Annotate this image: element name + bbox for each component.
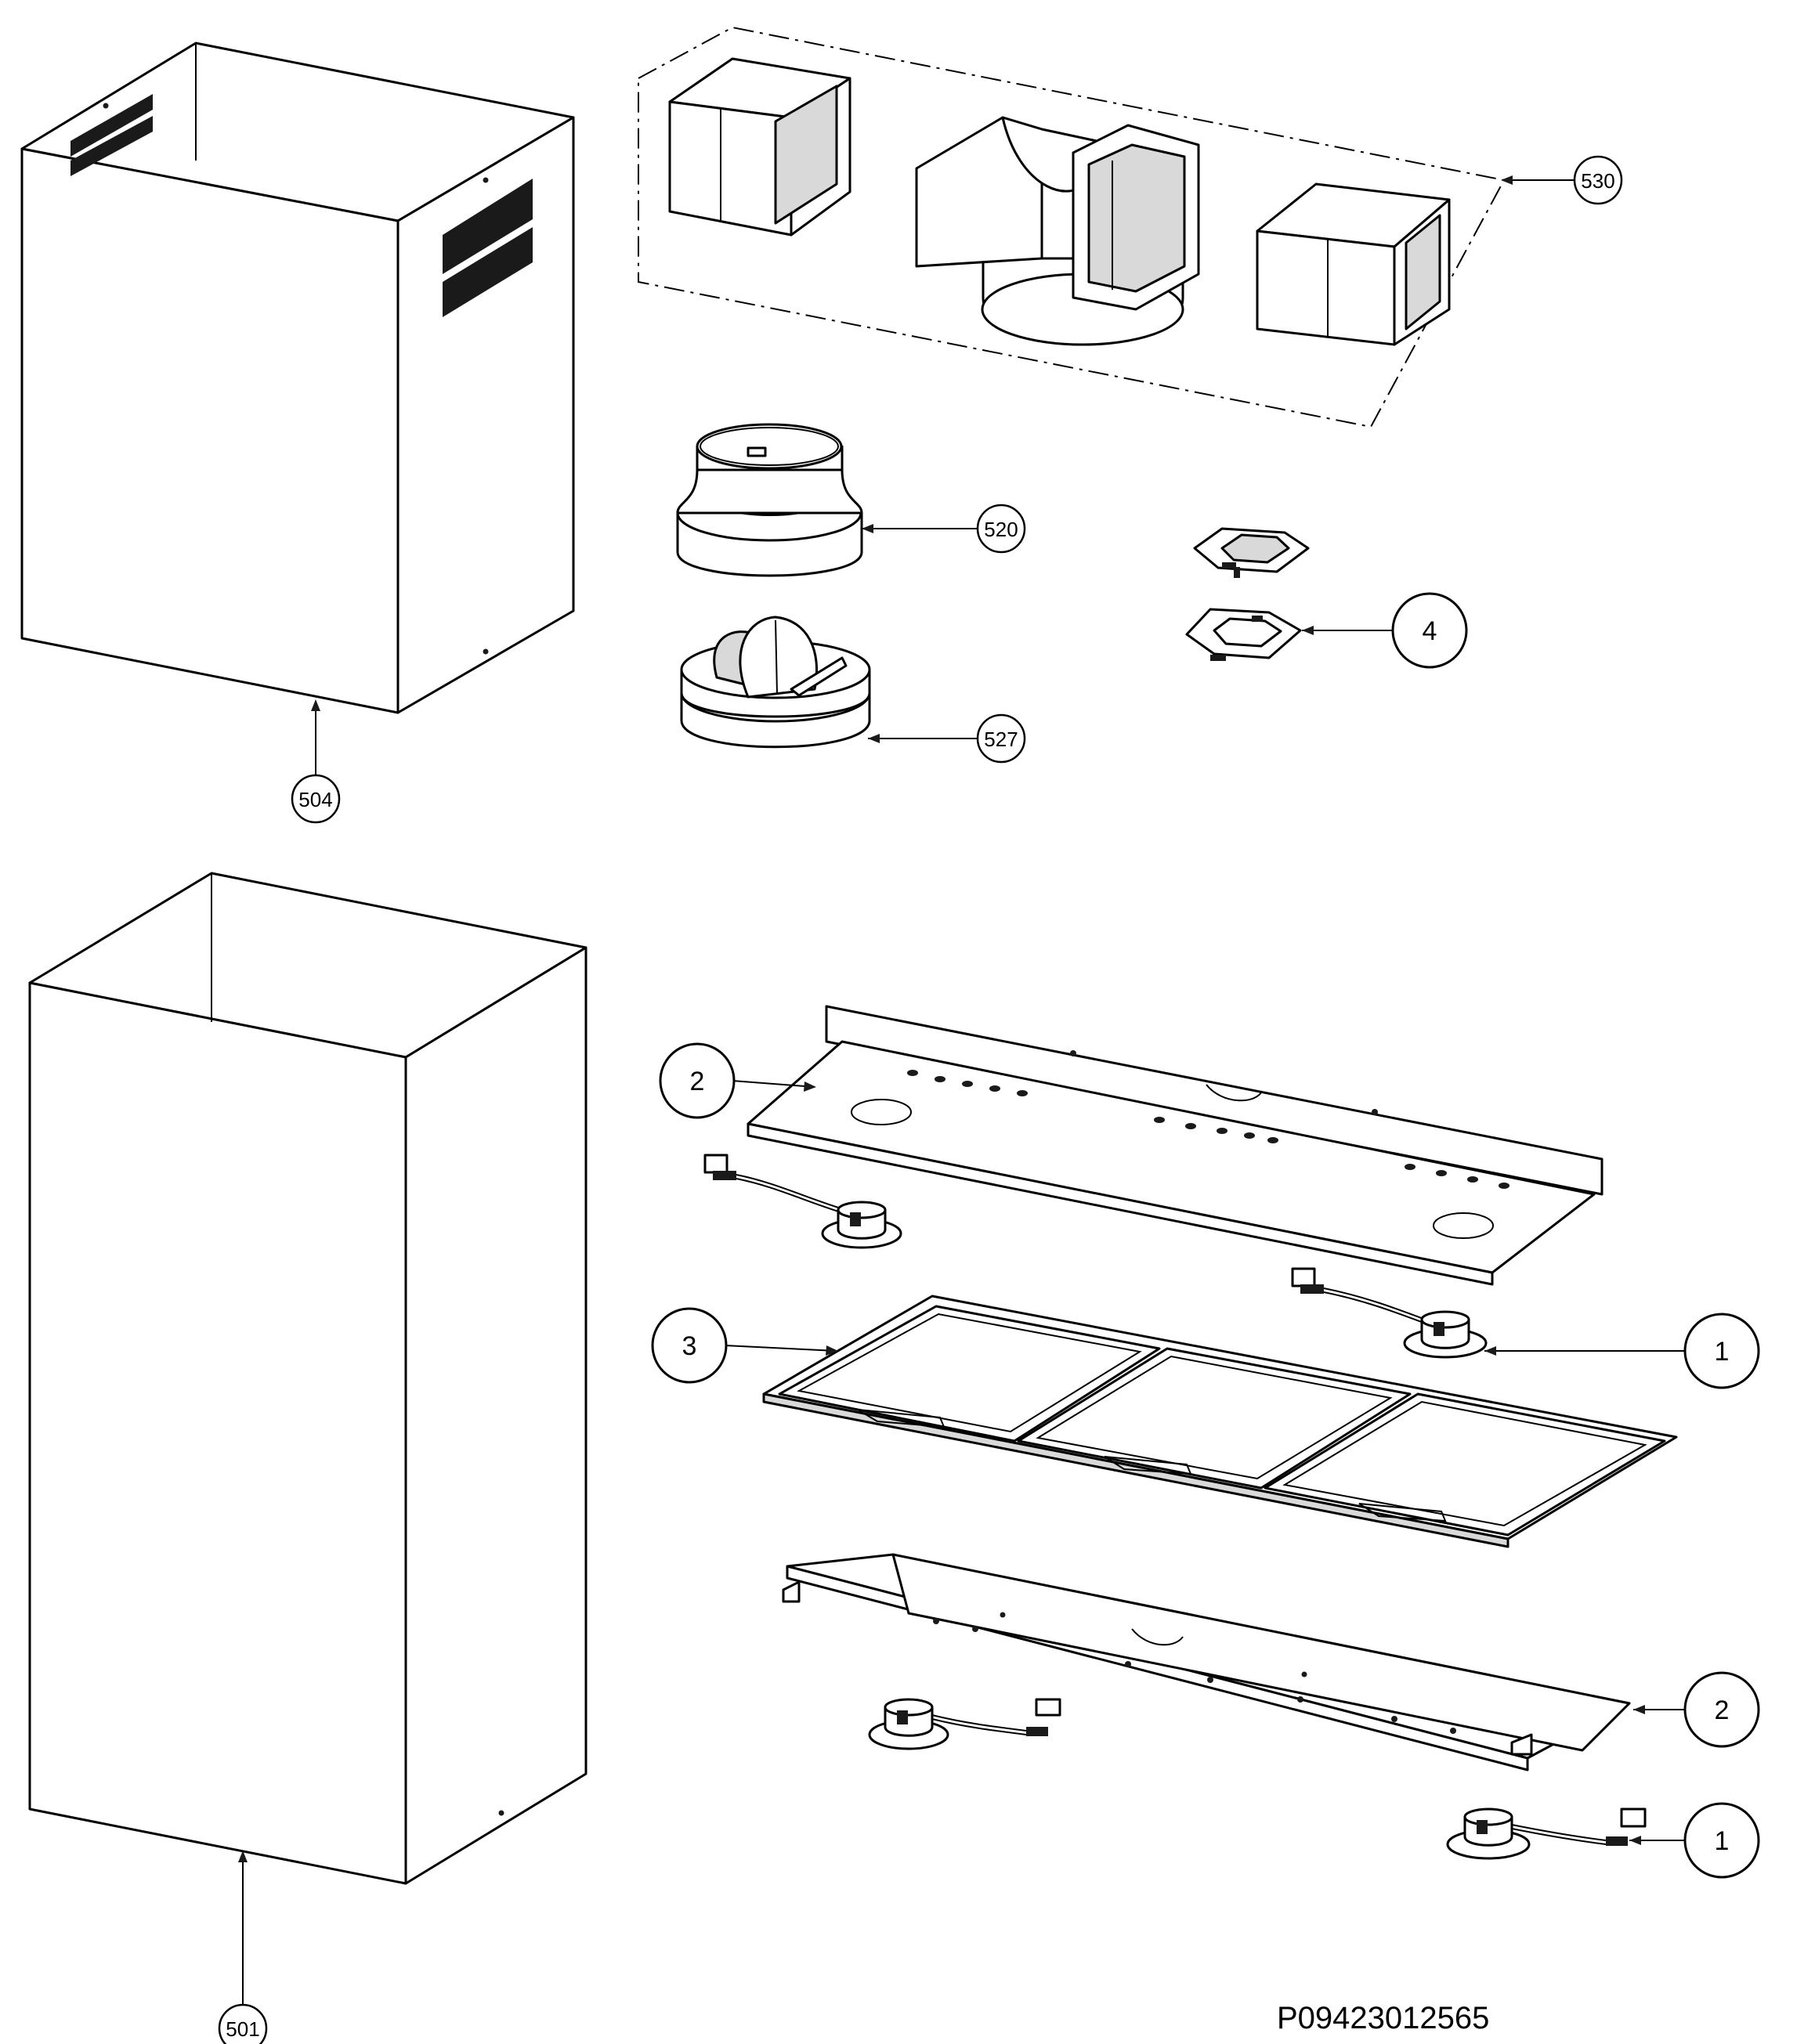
vent-slots-left [71,94,153,176]
callout-2-bottom: 2 [1633,1671,1760,1748]
callout-1-bottom: 1 [1629,1802,1760,1879]
callout-527-label: 527 [984,728,1018,751]
callout-4-label: 4 [1423,616,1437,646]
grease-filter-set [762,1295,1678,1548]
lamp-assembly-lower-right [1446,1807,1647,1860]
callout-504: 504 [291,699,341,824]
callout-2-top-label: 2 [690,1067,705,1096]
chimney-cover-upper [20,42,575,714]
bracket-holes-lower [933,1612,1456,1734]
lamp-assembly-lower-left [868,1698,1061,1750]
callout-1-top-label: 1 [1715,1337,1730,1367]
callout-2-bottom-label: 2 [1715,1696,1730,1725]
document-code: P09423012565 [1277,2001,1490,2035]
callout-3: 3 [651,1307,838,1384]
lamp-bracket-upper [747,1005,1603,1286]
bracket-holes-upper [907,1050,1509,1189]
backflow-damper [680,616,871,749]
callout-2-top: 2 [659,1042,816,1119]
callout-4: 4 [1302,592,1468,669]
duct-connector-left [668,57,851,237]
grease-filter-panel-1 [778,1305,1161,1443]
callout-501-label: 501 [226,2017,259,2041]
lamp-bracket-lower [782,1553,1631,1771]
grease-filter-panel-3 [1264,1392,1666,1537]
callout-501: 501 [218,1851,268,2044]
lamp-assembly-upper-right [1291,1267,1488,1359]
duct-connector-right [1256,182,1451,346]
callout-520-label: 520 [984,518,1018,541]
callout-1-bottom-label: 1 [1715,1826,1730,1856]
callout-1-top: 1 [1484,1313,1760,1389]
callout-527: 527 [868,713,1026,764]
round-adapter [676,423,863,577]
callout-520: 520 [862,504,1026,554]
callout-3-label: 3 [682,1331,697,1361]
callout-530-label: 530 [1581,169,1614,193]
filter-clips [1185,527,1310,661]
lamp-assembly-upper-left [703,1154,902,1249]
duct-kit [638,26,1506,428]
callout-504-label: 504 [298,788,332,811]
vent-slots-right [443,179,533,317]
callout-530: 530 [1501,155,1623,205]
duct-center-outlet [915,116,1200,346]
chimney-cover-lower [28,872,588,1885]
grease-filter-panel-2 [1017,1347,1412,1490]
